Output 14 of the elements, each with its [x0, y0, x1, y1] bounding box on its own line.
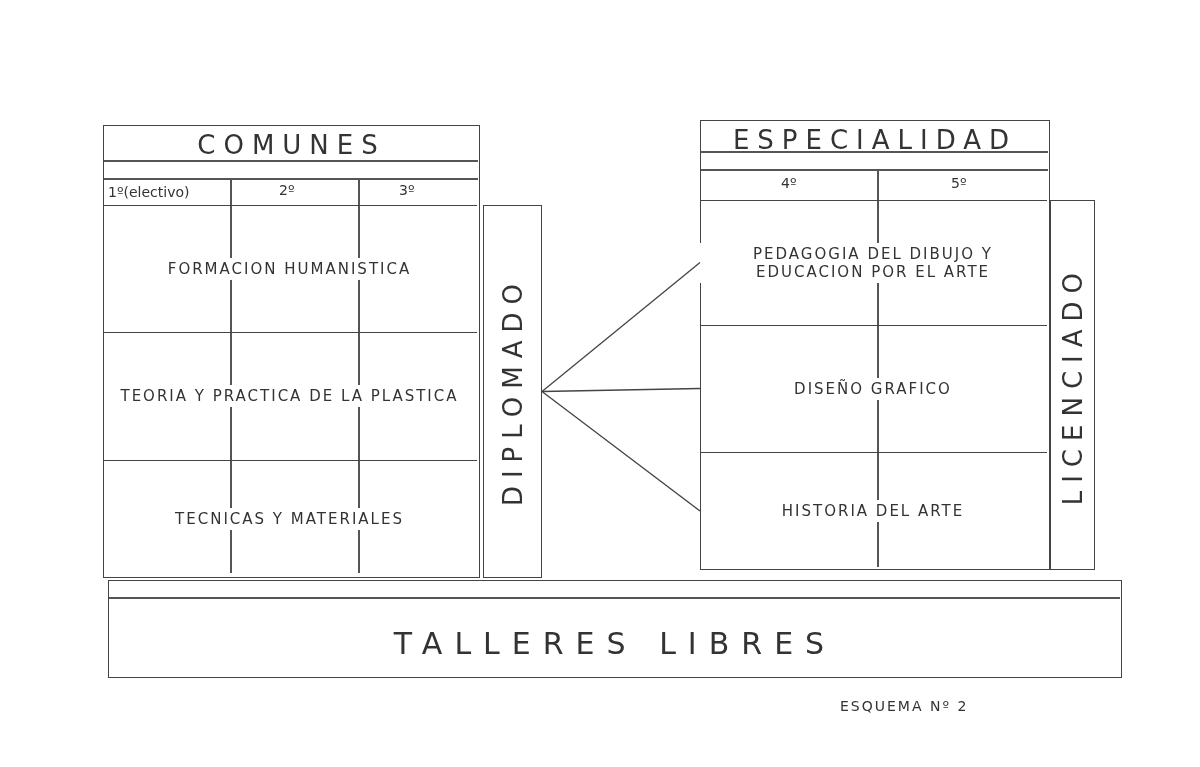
- column-header: 5º: [951, 175, 967, 191]
- vertical-text: DIPLOMADO: [497, 276, 528, 507]
- table-box: [103, 125, 480, 578]
- vertical-box: [483, 205, 542, 578]
- connector-line: [541, 390, 701, 512]
- band-box: [108, 580, 1122, 678]
- connector-line: [541, 261, 701, 393]
- column-header: 4º: [781, 175, 797, 191]
- vertical-box: [1050, 200, 1095, 570]
- connector-line: [541, 387, 701, 393]
- vertical-text: LICENCIADO: [1057, 264, 1088, 506]
- column-header: 2º: [279, 182, 295, 198]
- column-header: 3º: [399, 182, 415, 198]
- table-box: [700, 120, 1050, 570]
